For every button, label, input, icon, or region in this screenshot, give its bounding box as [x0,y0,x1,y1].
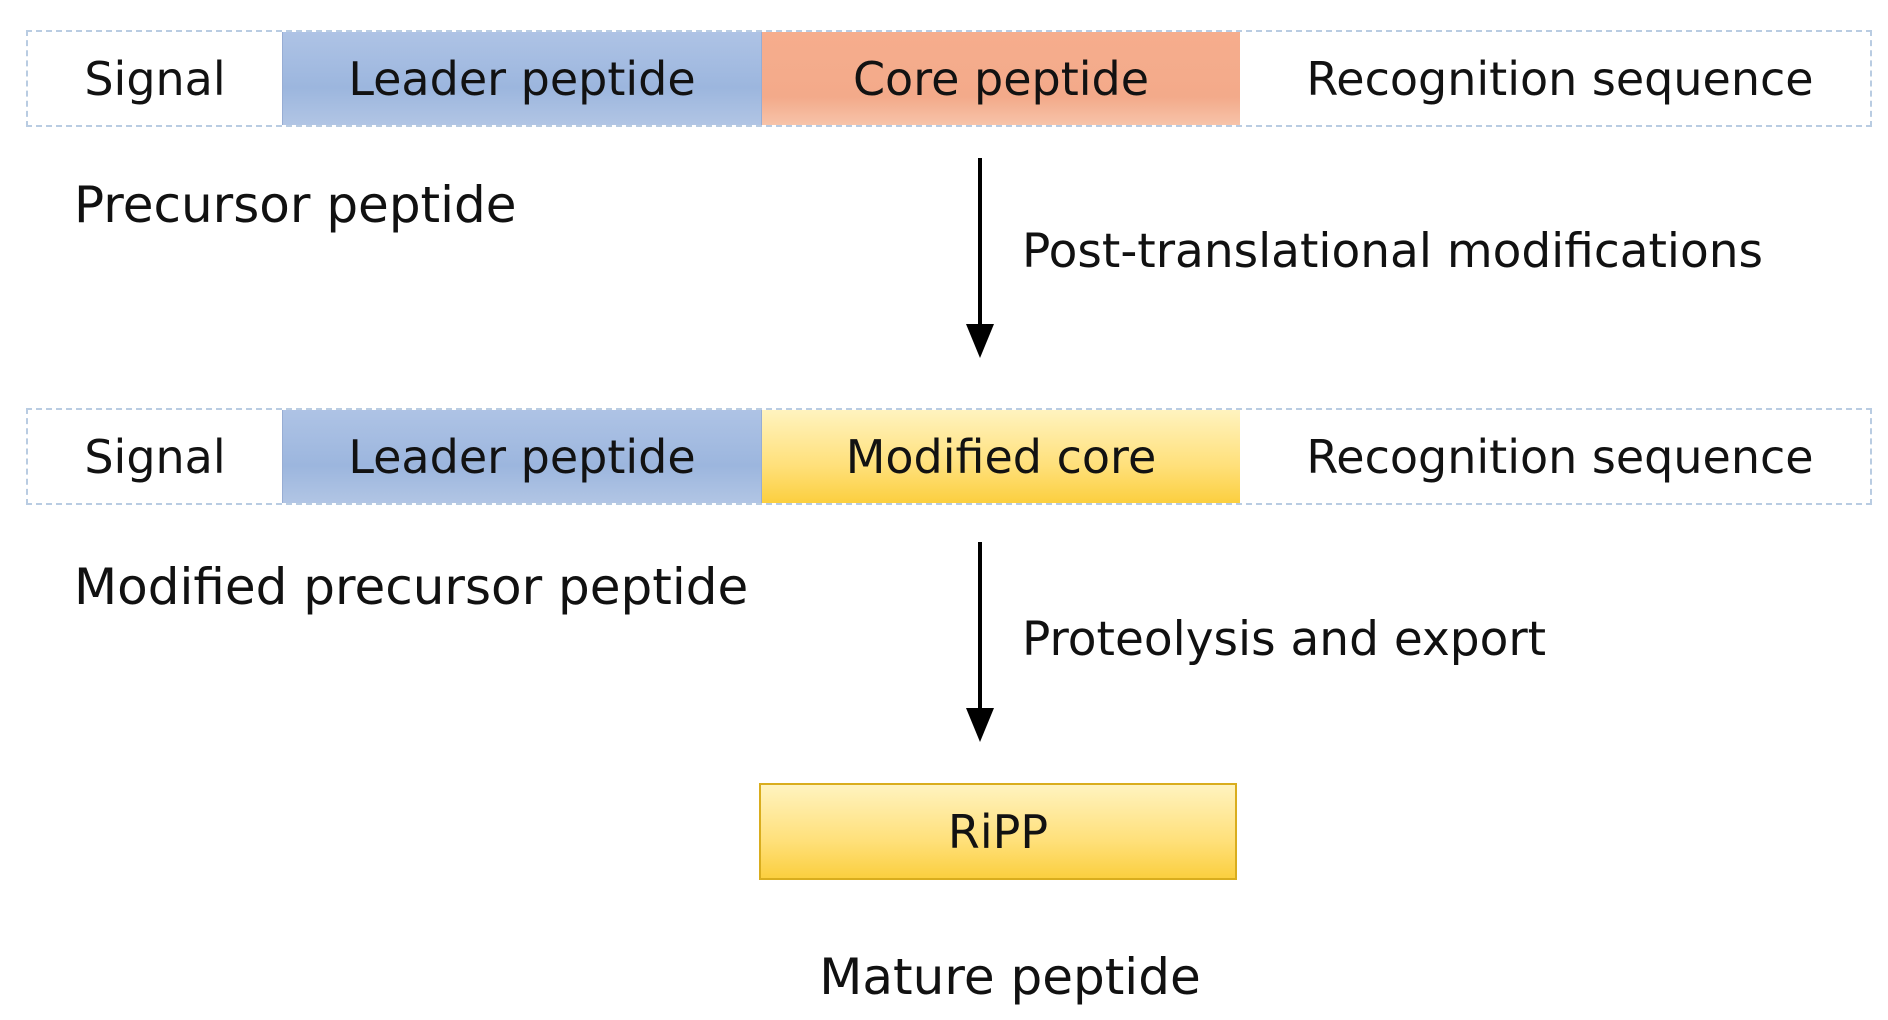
precursor-peptide-row: Signal Leader peptide Core peptide Recog… [26,30,1872,127]
ripp-box: RiPP [759,783,1237,880]
leader-peptide-segment: Leader peptide [282,32,762,125]
leader-peptide-segment: Leader peptide [282,410,762,503]
arrow-down-icon [966,158,994,358]
arrow-down-icon [966,542,994,742]
core-peptide-segment: Core peptide [762,32,1240,125]
precursor-peptide-label: Precursor peptide [74,176,517,234]
modified-precursor-peptide-label: Modified precursor peptide [74,558,749,616]
post-translational-modifications-label: Post-translational modifications [1022,224,1764,279]
modified-precursor-peptide-row: Signal Leader peptide Modified core Reco… [26,408,1872,505]
proteolysis-and-export-label: Proteolysis and export [1022,612,1547,667]
recognition-sequence-segment: Recognition sequence [1306,51,1814,106]
recognition-sequence-segment: Recognition sequence [1306,429,1814,484]
signal-segment: Signal [84,51,226,106]
signal-segment: Signal [84,429,226,484]
mature-peptide-label: Mature peptide [819,948,1201,1006]
modified-core-segment: Modified core [762,410,1240,503]
